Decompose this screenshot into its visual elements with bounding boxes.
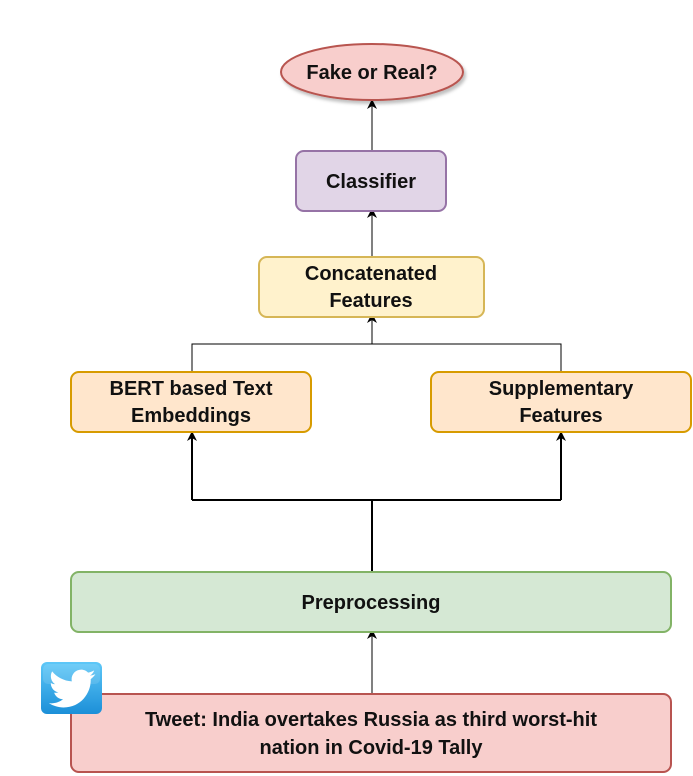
- concat-label-line2: Features: [329, 290, 412, 312]
- preprocessing-box: [70, 571, 672, 633]
- output-label: Fake or Real?: [306, 62, 437, 84]
- classifier-label: Classifier: [326, 171, 416, 193]
- concat-node: Concatenated Features: [258, 256, 485, 318]
- supplementary-label-line1: Supplementary: [489, 378, 634, 400]
- twitter-bird-icon: [41, 662, 102, 714]
- classifier-node: Classifier: [295, 150, 447, 212]
- preprocessing-node: Preprocessing: [70, 571, 672, 633]
- supplementary-label-line2: Features: [519, 405, 602, 427]
- supplementary-box: [430, 371, 692, 433]
- connectors: [187, 99, 566, 693]
- tweet-label-line1: Tweet: India overtakes Russia as third w…: [145, 709, 597, 731]
- bert-label-line1: BERT based Text: [110, 378, 273, 400]
- bert-label-line2: Embeddings: [131, 405, 251, 427]
- preprocessing-label: Preprocessing: [302, 592, 441, 614]
- tweet-node: Tweet: India overtakes Russia as third w…: [70, 693, 672, 773]
- classifier-box: [295, 150, 447, 212]
- tweet-label-line2: nation in Covid-19 Tally: [260, 737, 484, 759]
- output-ellipse: [280, 43, 464, 101]
- supplementary-node: Supplementary Features: [430, 371, 692, 433]
- connector-bert-to-concat: [191, 343, 372, 372]
- concat-box: [258, 256, 485, 318]
- bert-node: BERT based Text Embeddings: [70, 371, 312, 433]
- tweet-box: [70, 693, 672, 773]
- output-node: Fake or Real?: [280, 43, 464, 101]
- connector-supplementary-to-concat: [372, 343, 562, 372]
- bert-box: [70, 371, 312, 433]
- concat-label-line1: Concatenated: [305, 263, 437, 285]
